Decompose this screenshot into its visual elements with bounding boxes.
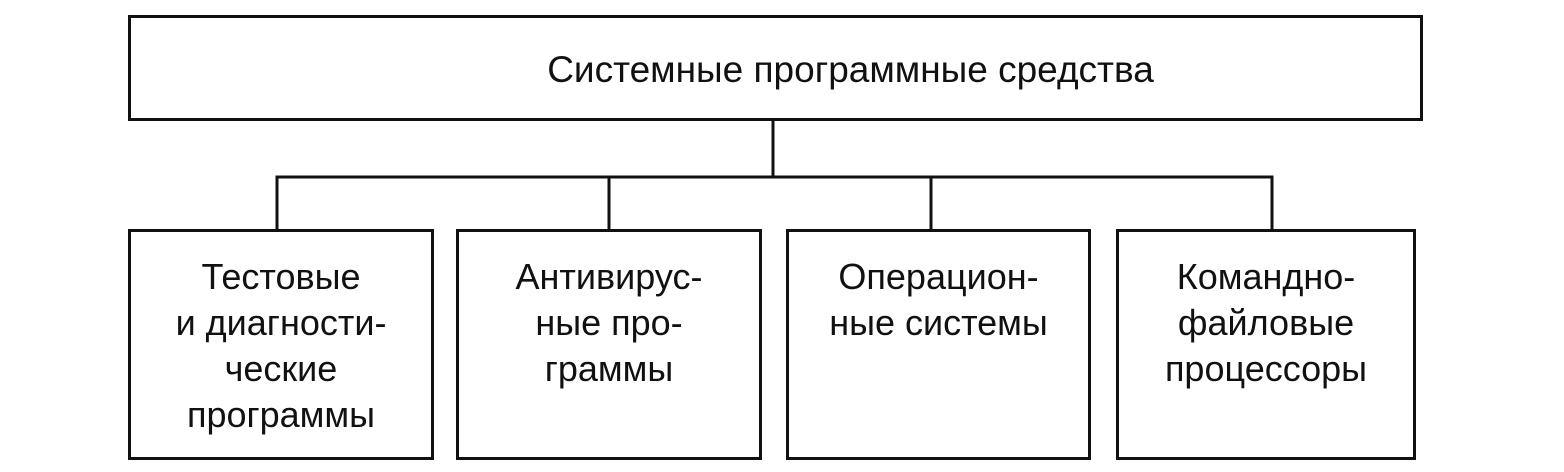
child-node-antivirus: Антивирус- ные про- граммы	[456, 229, 762, 460]
child-node-label: Командно- файловые процессоры	[1164, 256, 1368, 389]
child-node-command-file-processors: Командно- файловые процессоры	[1116, 229, 1416, 460]
root-node-label: Системные программные средства	[547, 49, 1154, 90]
child-node-label: Тестовые и диагности- ческие программы	[175, 256, 387, 435]
child-node-operating-systems: Операцион- ные системы	[786, 229, 1091, 460]
child-node-testing-diagnostics: Тестовые и диагности- ческие программы	[128, 229, 434, 460]
root-node: Системные программные средства	[128, 15, 1423, 121]
child-node-label: Антивирус- ные про- граммы	[515, 256, 703, 389]
child-node-label: Операцион- ные системы	[829, 256, 1048, 343]
